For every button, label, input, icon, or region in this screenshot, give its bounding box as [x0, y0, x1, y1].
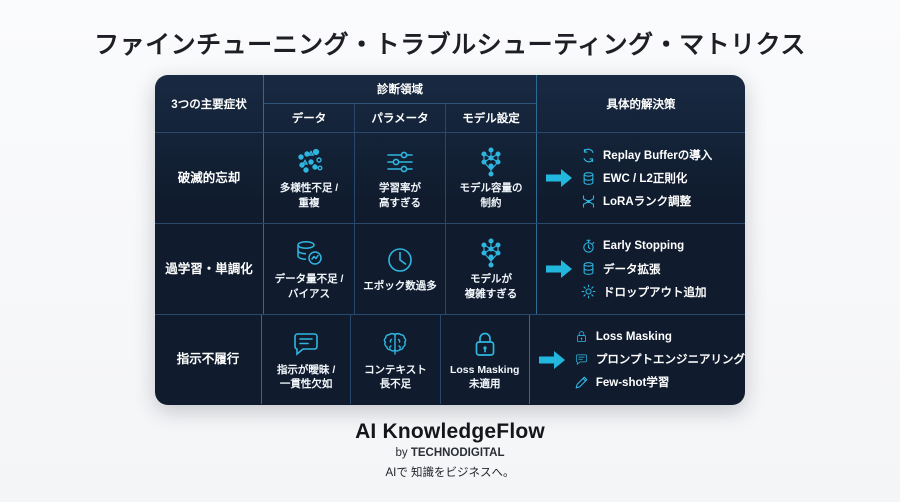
pencil-icon [574, 375, 589, 390]
diagnosis-group: 多様性不足 /重複 学習率が高すぎる モデル容量の制約 [264, 133, 536, 223]
list-item: ドロップアウト追加 [581, 284, 707, 300]
database-chart-icon [292, 237, 326, 269]
diagnosis-cell: 学習率が高すぎる [354, 133, 445, 223]
byline-prefix: by [395, 447, 411, 459]
diagnosis-label: 指示が曖昧 /一貫性欠如 [276, 363, 336, 390]
chat-bubble-icon [574, 352, 589, 367]
diagnosis-cell: データ量不足 /バイアス [264, 224, 354, 314]
header-solution: 具体的解決策 [606, 98, 676, 111]
table-row: 破滅的忘却多様性不足 /重複 学習率が高すぎる モデル容量の制約 Replay Buf… [155, 132, 745, 223]
list-item: Loss Masking [574, 329, 745, 344]
byline-company: TECHNODIGITAL [410, 447, 505, 459]
solution-cell: Early Stopping データ拡張ドロップアウト追加 [537, 224, 745, 314]
list-item: Few-shot学習 [574, 374, 745, 390]
diagnosis-cell: 指示が曖昧 /一貫性欠如 [262, 315, 350, 404]
brain-icon [378, 328, 412, 360]
header-subcolumn-parameter: パラメータ [354, 104, 445, 132]
list-item: Replay Bufferの導入 [581, 147, 712, 163]
solution-label: プロンプトエンジニアリング [595, 354, 745, 366]
diagnosis-label: コンテキスト長不足 [364, 363, 427, 390]
database-icon [581, 171, 596, 186]
matrix-card: 3つの主要症状 診断領域 データ パラメータ モデル設定 具体的解決策 破滅的忘… [155, 75, 745, 405]
solution-list: Loss Masking プロンプトエンジニアリング Few-shot学習 [570, 329, 745, 390]
diagnosis-label: エポック数過多 [363, 280, 437, 293]
column-divider [528, 315, 530, 404]
list-item: LoRAランク調整 [581, 193, 712, 209]
page-title: ファインチューニング・トラブルシューティング・マトリクス [94, 31, 806, 59]
byline: by TECHNODIGITAL [0, 447, 900, 459]
solution-label: ドロップアウト追加 [603, 286, 707, 299]
column-divider [263, 133, 264, 223]
table-body: 破滅的忘却多様性不足 /重複 学習率が高すぎる モデル容量の制約 Replay Buf… [155, 132, 745, 404]
stopwatch-icon [581, 239, 596, 254]
neural-network-icon [474, 146, 508, 178]
diagnosis-cell: 多様性不足 /重複 [264, 133, 354, 223]
arrow-right-icon [536, 349, 570, 371]
sliders-icon [383, 146, 417, 178]
header-diagnosis-group: 診断領域 データ パラメータ モデル設定 [264, 75, 536, 132]
header-subcolumns: データ パラメータ モデル設定 [264, 103, 536, 132]
lora-rank-icon [581, 194, 596, 209]
refresh-cycle-icon [581, 148, 596, 163]
solution-label: LoRAランク調整 [603, 196, 692, 208]
solution-label: EWC / L2正則化 [603, 173, 688, 185]
solution-label: Early Stopping [603, 240, 685, 252]
symptom-cell: 指示不履行 [176, 352, 240, 367]
diagnosis-cell: コンテキスト長不足 [350, 315, 439, 404]
brightness-icon [581, 284, 596, 299]
lock-icon [468, 328, 502, 360]
lock-icon [574, 329, 589, 344]
list-item: EWC / L2正則化 [581, 170, 712, 186]
database-icon [581, 261, 596, 276]
chat-bubble-icon [289, 328, 323, 360]
arrow-right-icon [543, 258, 577, 280]
diagnosis-label: モデル容量の制約 [459, 182, 523, 209]
symptom-cell: 破滅的忘却 [177, 170, 241, 185]
header-divider [536, 75, 537, 132]
list-item: データ拡張 [581, 261, 707, 277]
arrow-right-icon [543, 167, 577, 189]
solution-list: Replay Bufferの導入 EWC / L2正則化 LoRAランク調整 [577, 147, 712, 209]
solution-cell: Replay Bufferの導入 EWC / L2正則化 LoRAランク調整 [537, 133, 745, 223]
diagnosis-cell: モデル容量の制約 [445, 133, 536, 223]
solution-list: Early Stopping データ拡張ドロップアウト追加 [577, 239, 707, 300]
diagnosis-cell: エポック数過多 [354, 224, 445, 314]
header-subcolumn-data: データ [291, 113, 327, 125]
column-divider [536, 224, 537, 314]
solution-label: Few-shot学習 [595, 377, 670, 389]
footer: AI KnowledgeFlow by TECHNODIGITAL AIで 知識… [0, 420, 900, 480]
diagnosis-label: 学習率が高すぎる [379, 182, 421, 209]
diagnosis-label: データ量不足 /バイアス [274, 273, 344, 300]
diagnosis-label: 多様性不足 /重複 [279, 182, 339, 209]
neural-network-icon [474, 237, 508, 269]
symptom-cell: 過学習・単調化 [165, 261, 253, 276]
solution-cell: Loss Masking プロンプトエンジニアリング Few-shot学習 [530, 315, 745, 404]
solution-label: Loss Masking [595, 330, 672, 343]
tagline: AIで 知識をビジネスへ。 [385, 467, 515, 479]
scatter-dots-icon [292, 146, 326, 178]
diagnosis-group: データ量不足 /バイアス エポック数過多 モデルが複雑すぎる [264, 224, 536, 314]
header-diagnosis-title: 診断領域 [377, 84, 423, 96]
column-divider [536, 133, 537, 223]
list-item: Early Stopping [581, 239, 707, 254]
column-divider [263, 224, 264, 314]
brand-name: AI KnowledgeFlow [355, 420, 545, 443]
header-symptom: 3つの主要症状 [171, 98, 247, 111]
header-subcolumn-model: モデル設定 [445, 104, 536, 132]
solution-label: Replay Bufferの導入 [603, 150, 713, 162]
table-row: 過学習・単調化データ量不足 /バイアス エポック数過多 モデルが複雑すぎる Early… [155, 223, 745, 314]
diagnosis-label: モデルが複雑すぎる [464, 273, 518, 300]
clock-icon [383, 244, 417, 276]
list-item: プロンプトエンジニアリング [574, 351, 745, 367]
table-header: 3つの主要症状 診断領域 データ パラメータ モデル設定 具体的解決策 [155, 75, 745, 132]
header-divider [263, 75, 264, 132]
solution-label: データ拡張 [603, 263, 661, 276]
column-divider [260, 315, 262, 404]
diagnosis-cell: モデルが複雑すぎる [445, 224, 536, 314]
